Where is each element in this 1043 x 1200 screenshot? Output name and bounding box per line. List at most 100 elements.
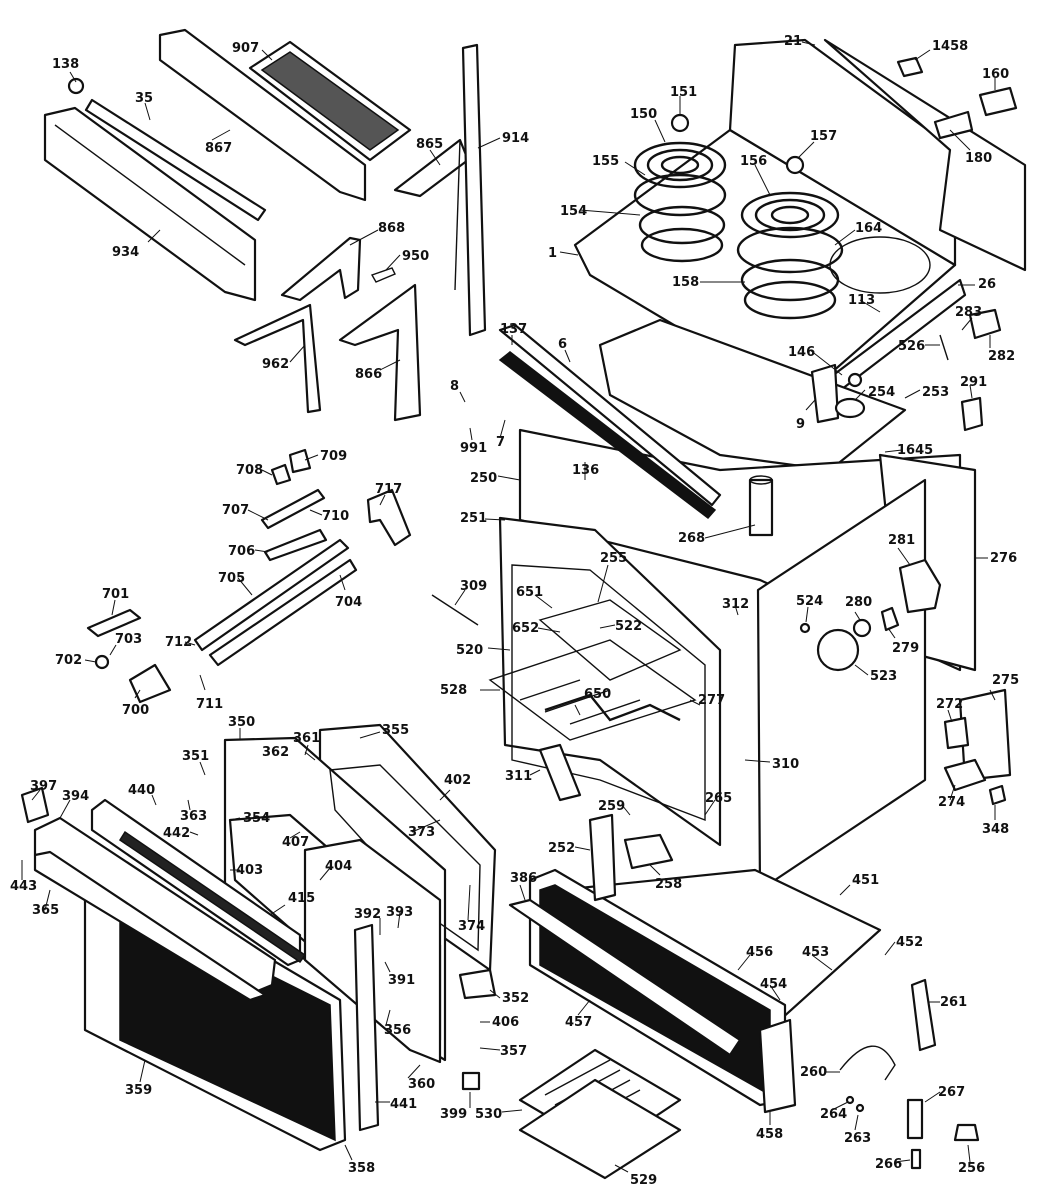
callout-164: 164 — [855, 221, 882, 236]
bracket-9 — [810, 363, 840, 424]
callout-266: 266 — [875, 1157, 902, 1172]
trim-441 — [353, 923, 380, 1132]
callout-458: 458 — [756, 1127, 783, 1142]
callout-704: 704 — [335, 595, 362, 610]
callout-358: 358 — [348, 1161, 375, 1176]
callout-452: 452 — [896, 935, 923, 950]
handle-386 — [508, 898, 742, 1057]
callout-355: 355 — [382, 723, 409, 738]
callout-265: 265 — [705, 791, 732, 806]
callout-252: 252 — [548, 841, 575, 856]
callout-250: 250 — [470, 471, 497, 486]
callout-451: 451 — [852, 873, 879, 888]
part-258 — [623, 833, 674, 870]
bracket-260 — [839, 1045, 896, 1081]
callout-251: 251 — [460, 511, 487, 526]
callout-708: 708 — [236, 463, 263, 478]
callout-702: 702 — [55, 653, 82, 668]
knob-146 — [847, 372, 863, 388]
knob-702 — [94, 654, 110, 670]
callout-277: 277 — [698, 693, 725, 708]
rail-705 — [193, 538, 350, 652]
callout-279: 279 — [892, 641, 919, 656]
callout-7: 7 — [496, 435, 505, 450]
terminal-block — [933, 110, 974, 140]
callout-868: 868 — [378, 221, 405, 236]
callout-113: 113 — [848, 293, 875, 308]
callout-950: 950 — [402, 249, 429, 264]
callout-8: 8 — [450, 379, 459, 394]
bracket-701 — [86, 608, 142, 638]
callout-267: 267 — [938, 1085, 965, 1100]
callout-281: 281 — [888, 533, 915, 548]
lamp-280 — [852, 618, 872, 638]
callout-865: 865 — [416, 137, 443, 152]
drip-pan-164 — [736, 226, 844, 274]
callout-365: 365 — [32, 903, 59, 918]
callout-866: 866 — [355, 367, 382, 382]
cap-151 — [670, 113, 690, 133]
callout-272: 272 — [936, 697, 963, 712]
callout-260: 260 — [800, 1065, 827, 1080]
callout-454: 454 — [760, 977, 787, 992]
callout-706: 706 — [228, 544, 255, 559]
switch-160 — [978, 86, 1018, 117]
part-272 — [943, 716, 970, 750]
callout-710: 710 — [322, 509, 349, 524]
callout-309: 309 — [460, 579, 487, 594]
callout-264: 264 — [820, 1107, 847, 1122]
callout-350: 350 — [228, 715, 255, 730]
callout-392: 392 — [354, 907, 381, 922]
screw-263 — [855, 1103, 865, 1113]
trim-137 — [498, 323, 722, 507]
element-650 — [544, 693, 681, 722]
callout-456: 456 — [746, 945, 773, 960]
ring-154 — [638, 205, 726, 245]
callout-310: 310 — [772, 757, 799, 772]
bracket-261 — [910, 978, 937, 1052]
block-1458 — [896, 56, 924, 78]
callout-391: 391 — [388, 973, 415, 988]
callout-705: 705 — [218, 571, 245, 586]
knob-138 — [67, 77, 85, 95]
callout-6: 6 — [558, 337, 567, 352]
callout-522: 522 — [615, 619, 642, 634]
trim-914 — [461, 43, 487, 337]
callout-312: 312 — [722, 597, 749, 612]
callout-9: 9 — [796, 417, 805, 432]
callout-712: 712 — [165, 635, 192, 650]
callout-907: 907 — [232, 41, 259, 56]
callout-357: 357 — [500, 1044, 527, 1059]
spring-267 — [906, 1098, 924, 1140]
callout-442: 442 — [163, 826, 190, 841]
callout-151: 151 — [670, 85, 697, 100]
callout-457: 457 — [565, 1015, 592, 1030]
callout-256: 256 — [958, 1161, 985, 1176]
callout-363: 363 — [180, 809, 207, 824]
callout-651: 651 — [516, 585, 543, 600]
rack-528 — [488, 639, 697, 741]
part-254 — [834, 397, 866, 419]
callout-373: 373 — [408, 825, 435, 840]
clip-348 — [988, 784, 1007, 806]
callout-393: 393 — [386, 905, 413, 920]
callout-526: 526 — [898, 339, 925, 354]
callout-962: 962 — [262, 357, 289, 372]
side-458 — [758, 1018, 797, 1114]
callout-146: 146 — [788, 345, 815, 360]
callout-136: 136 — [572, 463, 599, 478]
callout-283: 283 — [955, 305, 982, 320]
callout-259: 259 — [598, 799, 625, 814]
callout-440: 440 — [128, 783, 155, 798]
callout-280: 280 — [845, 595, 872, 610]
vent-268 — [748, 478, 774, 537]
cooktop-1 — [573, 128, 957, 402]
callout-374: 374 — [458, 919, 485, 934]
callout-160: 160 — [982, 67, 1009, 82]
part-282 — [968, 308, 1002, 340]
bracket-252 — [588, 813, 617, 902]
end-cap-397 — [20, 786, 50, 824]
callout-914: 914 — [502, 131, 529, 146]
callout-351: 351 — [182, 749, 209, 764]
